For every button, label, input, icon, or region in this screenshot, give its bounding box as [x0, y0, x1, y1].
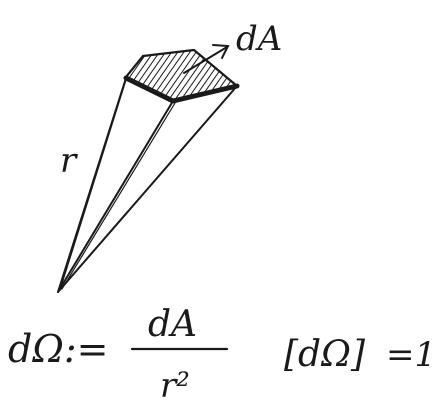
- normal-arrow-icon: [183, 44, 230, 74]
- formula-numerator: dA: [148, 304, 197, 345]
- cone-edges: [57, 77, 238, 293]
- cone-edge-left: [57, 77, 127, 293]
- formula-denominator: r²: [160, 366, 190, 405]
- label-radius: r: [60, 141, 78, 181]
- cone-edge-front-2: [61, 102, 176, 290]
- formula-lhs: dΩ:=: [8, 327, 108, 371]
- label-area: dA: [236, 19, 282, 59]
- cone-edge-right: [57, 85, 238, 293]
- area-patch: [123, 48, 240, 104]
- unit-lhs: [dΩ]: [284, 334, 366, 375]
- cone-edge-front: [57, 100, 174, 293]
- cone-edge-back: [59, 79, 127, 291]
- area-patch-front-edge: [123, 75, 240, 104]
- formula: dΩ:= dA r²: [8, 304, 229, 406]
- unit-statement: [dΩ] =1: [284, 334, 436, 375]
- unit-rhs: =1: [386, 335, 436, 375]
- area-patch-fill: [124, 48, 239, 103]
